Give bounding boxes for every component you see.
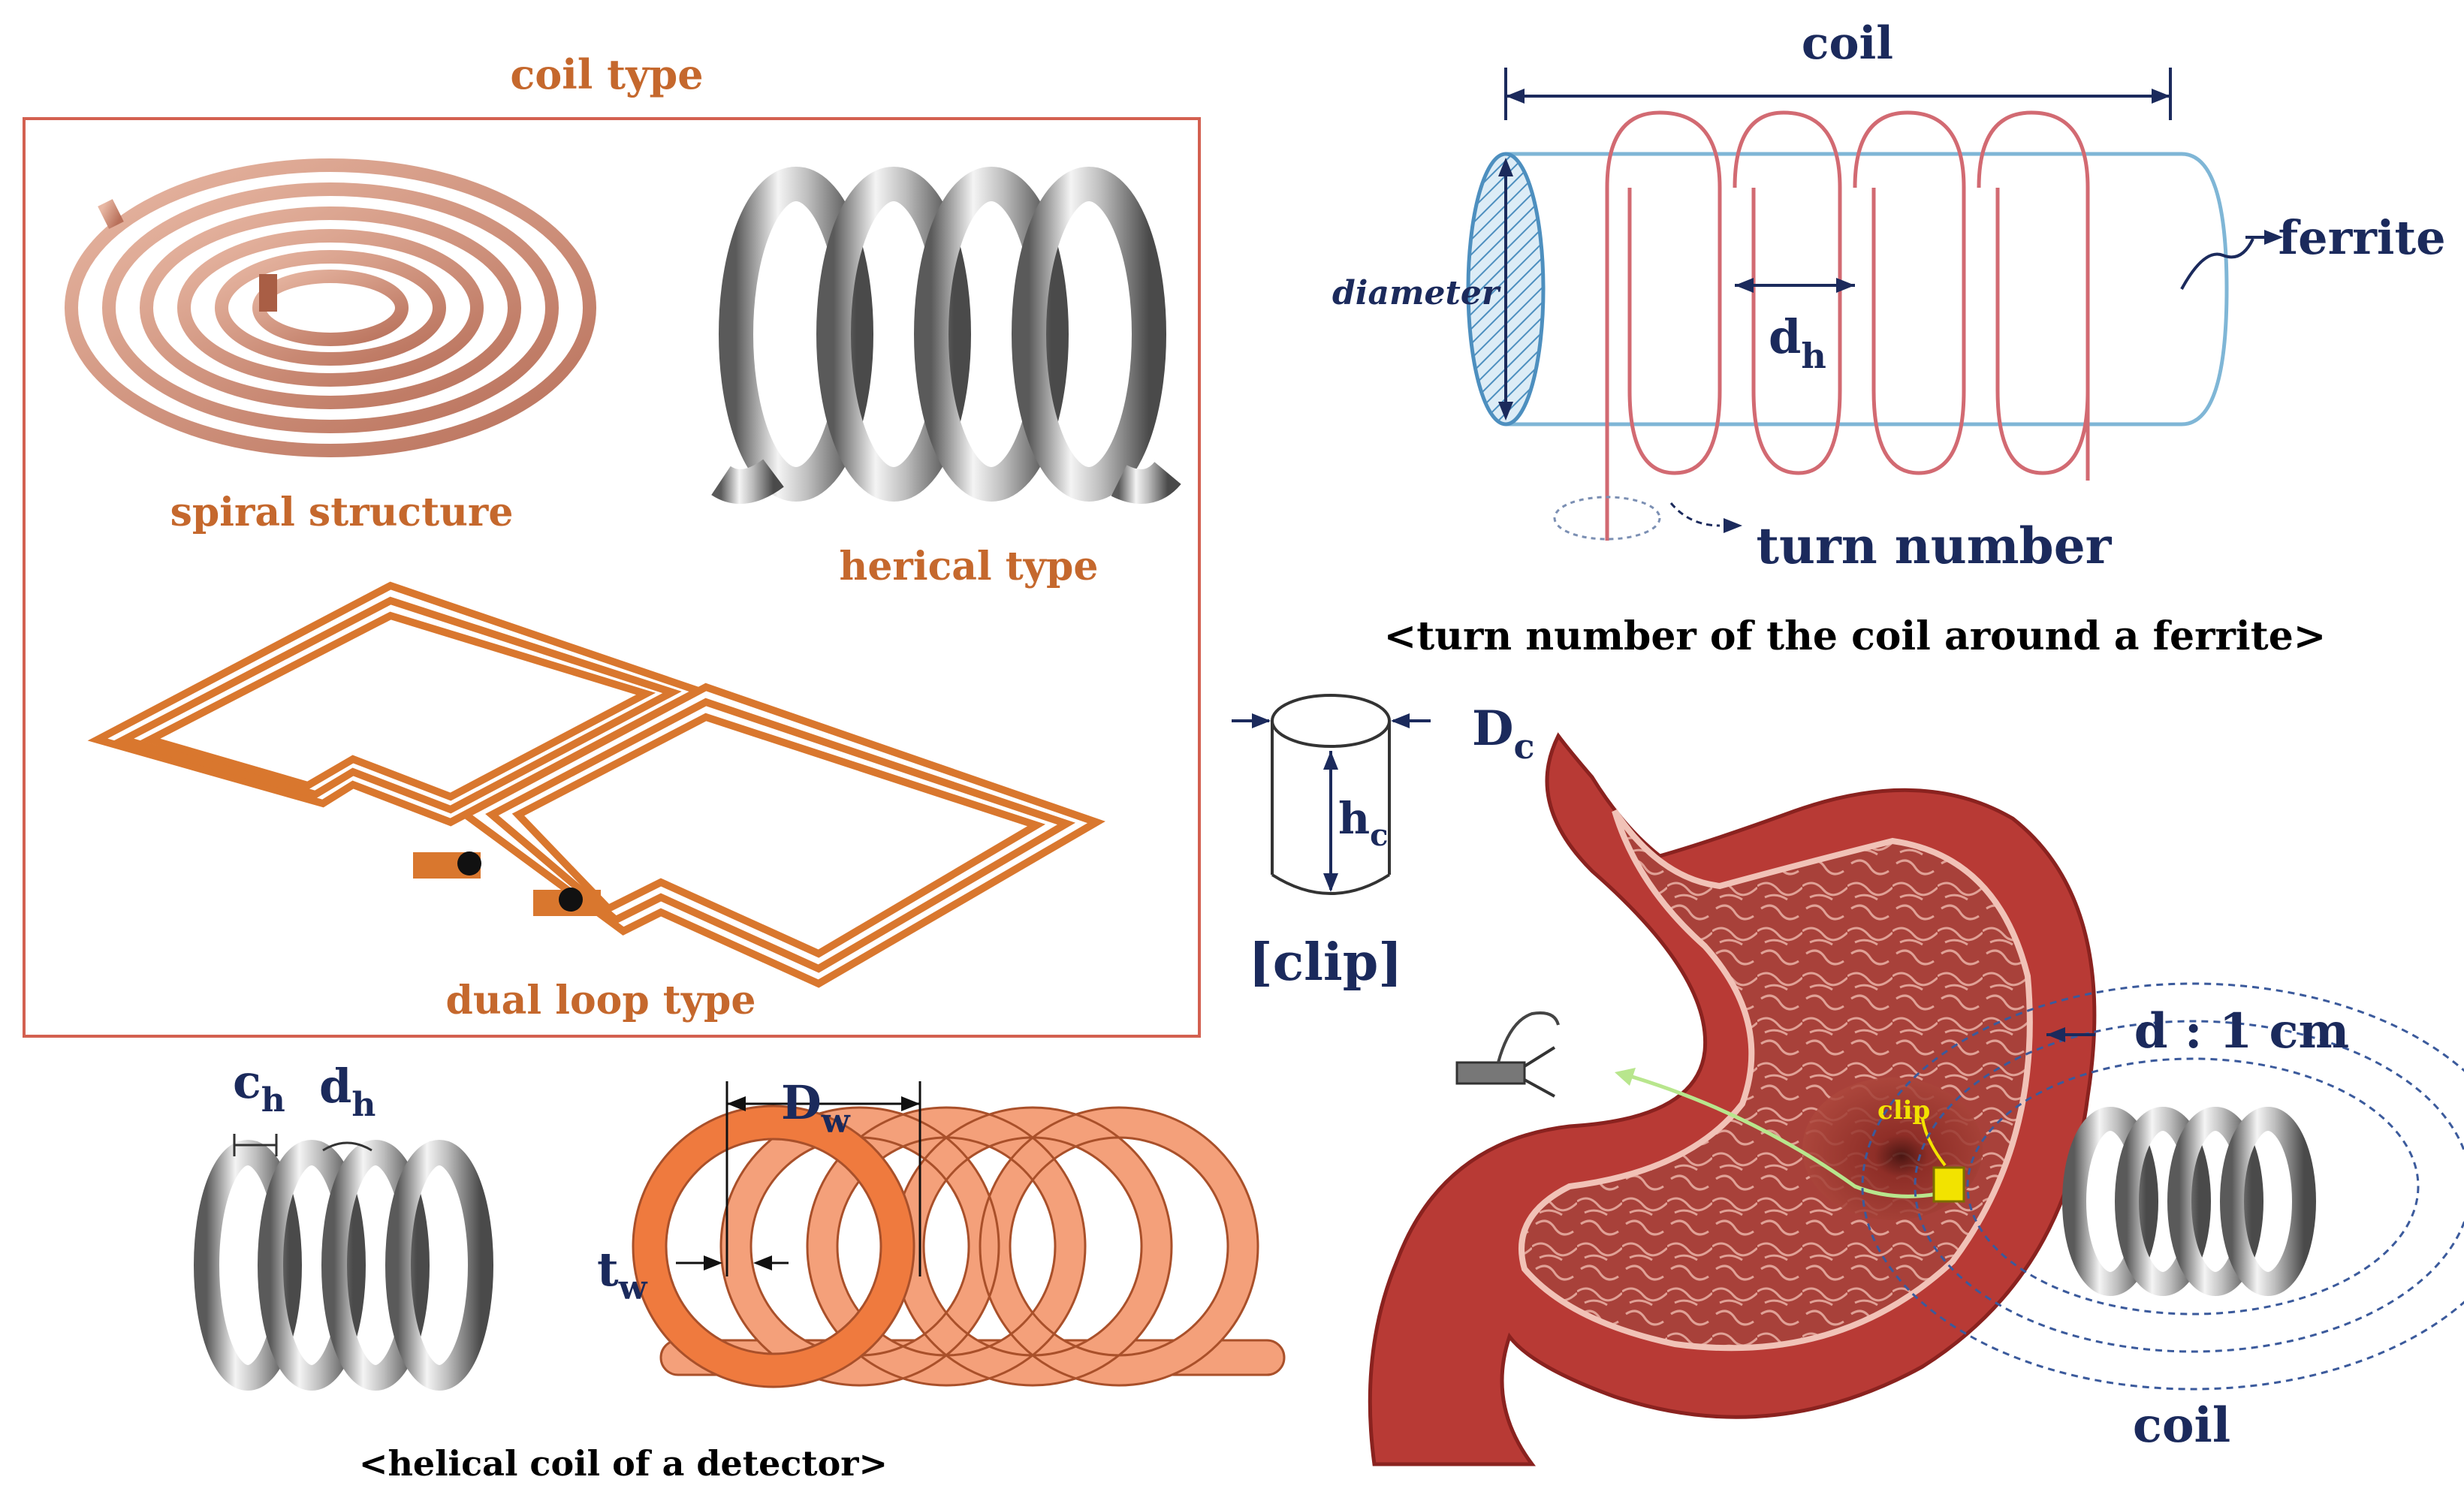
coil-type-title: coil type bbox=[510, 50, 703, 98]
ferrite-coil-wraps bbox=[1605, 110, 2090, 541]
clip-cylinder bbox=[1271, 694, 1391, 895]
spiral-structure-label: spiral structure bbox=[170, 490, 514, 535]
small-helical-coil bbox=[194, 1140, 493, 1391]
detector-caption: <helical coil of a detector> bbox=[359, 1443, 888, 1484]
detector-pitch-label: dh bbox=[319, 1059, 375, 1124]
magnetic-field-lines bbox=[1861, 982, 2464, 1391]
stomach-panel: clip d : 1 cm coil bbox=[1368, 732, 2464, 1466]
ferrite-label: ferrite bbox=[2278, 210, 2445, 265]
ferrite-pitch-label: dh bbox=[1769, 309, 1826, 376]
wire-diameter-label: Dw bbox=[781, 1075, 851, 1141]
gap-label: ch bbox=[233, 1054, 285, 1120]
clip-marker bbox=[1932, 1166, 1965, 1203]
turn-indicator-ellipse bbox=[1553, 496, 1661, 541]
clip-height-label: hc bbox=[1338, 793, 1389, 853]
endoscope-clip-tool bbox=[1455, 1011, 1560, 1098]
turn-number-label: turn number bbox=[1757, 517, 2113, 575]
wire-thickness-label: tw bbox=[597, 1242, 648, 1307]
detector-coil-panel: ch dh Dw bbox=[194, 1054, 1286, 1484]
guide-wire bbox=[1621, 1071, 1938, 1198]
helical-coil-illustration bbox=[711, 167, 1181, 504]
clip-caption: [clip] bbox=[1249, 933, 1403, 993]
ferrite-pointer bbox=[2180, 238, 2254, 290]
coil-length-label: coil bbox=[1802, 17, 1893, 70]
spiral-coil-illustration bbox=[65, 158, 596, 457]
ferrite-coil-panel: coil diameter dh ferrite bbox=[1332, 17, 2446, 659]
diameter-label: diameter bbox=[1332, 274, 1501, 312]
clip-diameter-label: Dc bbox=[1472, 701, 1535, 767]
distance-label: d : 1 cm bbox=[2134, 1003, 2349, 1059]
helical-type-label: herical type bbox=[840, 544, 1099, 589]
ferrite-caption: <turn number of the coil around a ferrit… bbox=[1384, 613, 2327, 659]
dual-loop-type-label: dual loop type bbox=[446, 978, 756, 1023]
coil-type-panel: coil type spiral structure herical type bbox=[23, 50, 1201, 1038]
external-detector-coil bbox=[2062, 1107, 2316, 1296]
external-coil-label: coil bbox=[2133, 1397, 2230, 1454]
dual-loop-coil-illustration bbox=[87, 581, 1105, 988]
ferrite-cylinder bbox=[1466, 152, 2229, 426]
coil-type-frame bbox=[23, 117, 1201, 1038]
clip-panel: Dc hc [clip] bbox=[1232, 694, 1535, 993]
orange-helical-coil bbox=[632, 1105, 1286, 1388]
